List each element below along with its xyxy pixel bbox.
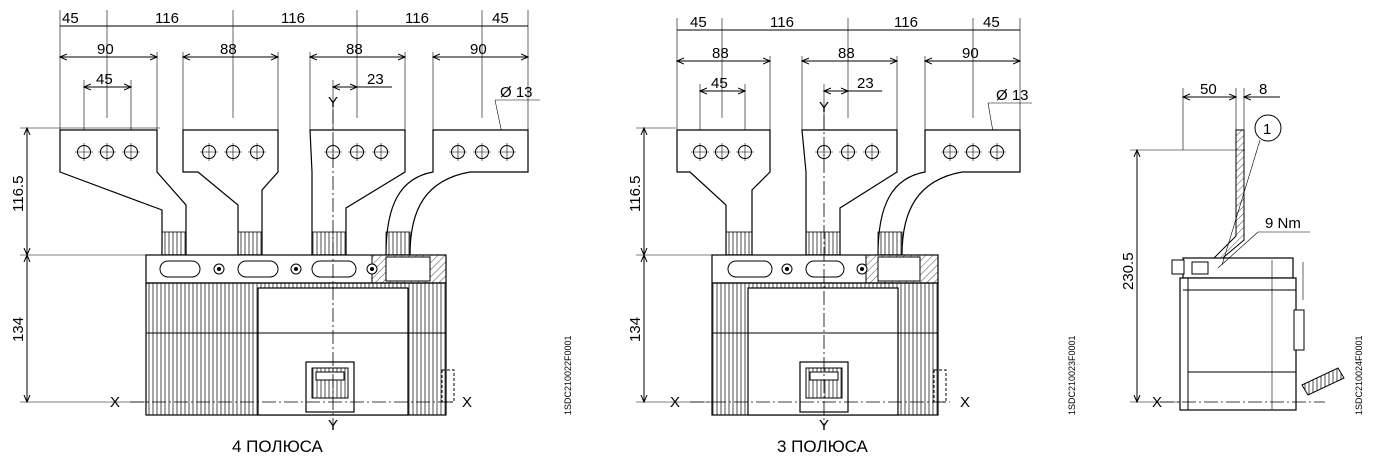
drawing-code-3p: 1SDC210023F0001	[1067, 335, 1077, 415]
dim-hole-spacing: 45	[711, 75, 728, 92]
axis-y-bottom: Y	[328, 417, 338, 434]
dim-height-upper: 116.5	[10, 176, 27, 212]
view-4-poles: 45 116 116 116 45 90 88 88 90 45 23 Ø 13	[10, 10, 573, 456]
torque-label: 9 Nm	[1265, 215, 1301, 232]
busbar-3	[309, 129, 406, 256]
dim-height: 230.5	[1120, 252, 1137, 290]
dim-pitch-4: 90	[470, 41, 487, 58]
dim-top-5: 45	[492, 10, 509, 27]
dim-height-upper: 116.5	[627, 176, 644, 212]
breaker-body-4p	[145, 254, 455, 416]
callout-circle	[1254, 114, 1282, 142]
drawing-code-side: 1SDC210024F0001	[1354, 335, 1364, 415]
dim-pitch-3: 88	[346, 41, 363, 58]
busbar-2	[182, 129, 279, 256]
dim-offset: 23	[367, 71, 384, 88]
axis-y-bottom: Y	[819, 417, 829, 434]
dim-a: 50	[1200, 81, 1217, 98]
dim-height-lower: 134	[627, 317, 644, 342]
dim-offset: 23	[857, 75, 874, 92]
caption-3-poles: 3 ПОЛЮСА	[777, 437, 868, 456]
axis-x-left: X	[670, 394, 680, 411]
dim-pitch-2: 88	[838, 45, 855, 62]
breaker-body-3p	[711, 254, 947, 416]
dim-top-1: 45	[62, 10, 79, 27]
dim-top-4: 45	[983, 14, 1000, 31]
axis-x-right: X	[462, 394, 472, 411]
dim-pitch-1: 90	[97, 41, 114, 58]
dim-top-4: 116	[405, 10, 429, 27]
side-body	[1171, 257, 1345, 411]
busbar-2	[801, 129, 898, 256]
caption-4-poles: 4 ПОЛЮСА	[232, 437, 323, 456]
dim-pitch-3: 90	[962, 45, 979, 62]
drawing-code-4p: 1SDC210022F0001	[563, 335, 573, 415]
dim-b: 8	[1259, 81, 1267, 98]
dim-top-2: 116	[155, 10, 179, 27]
dim-top-3: 116	[281, 10, 305, 27]
dim-hole-spacing: 45	[96, 71, 113, 88]
axis-y-top: Y	[819, 99, 829, 116]
callout-number: 1	[1263, 121, 1271, 138]
view-side: 50 8 230.5 X 1	[1120, 81, 1364, 415]
view-3-poles: 45 116 116 45 88 88 90 45 23 Ø 13	[627, 14, 1077, 456]
axis-x-right: X	[960, 394, 970, 411]
dim-pitch-2: 88	[220, 41, 237, 58]
dim-top-3: 116	[894, 14, 918, 31]
dim-hole-diameter: Ø 13	[996, 87, 1029, 104]
extension-lines	[59, 10, 529, 150]
axis-y-top: Y	[328, 94, 338, 111]
dim-top-1: 45	[690, 14, 707, 31]
axis-x-left: X	[110, 394, 120, 411]
dim-pitch-1: 88	[712, 45, 729, 62]
dim-height-lower: 134	[10, 317, 27, 342]
dim-top-2: 116	[770, 14, 794, 31]
axis-x: X	[1152, 394, 1162, 411]
dim-hole-diameter: Ø 13	[500, 84, 533, 101]
